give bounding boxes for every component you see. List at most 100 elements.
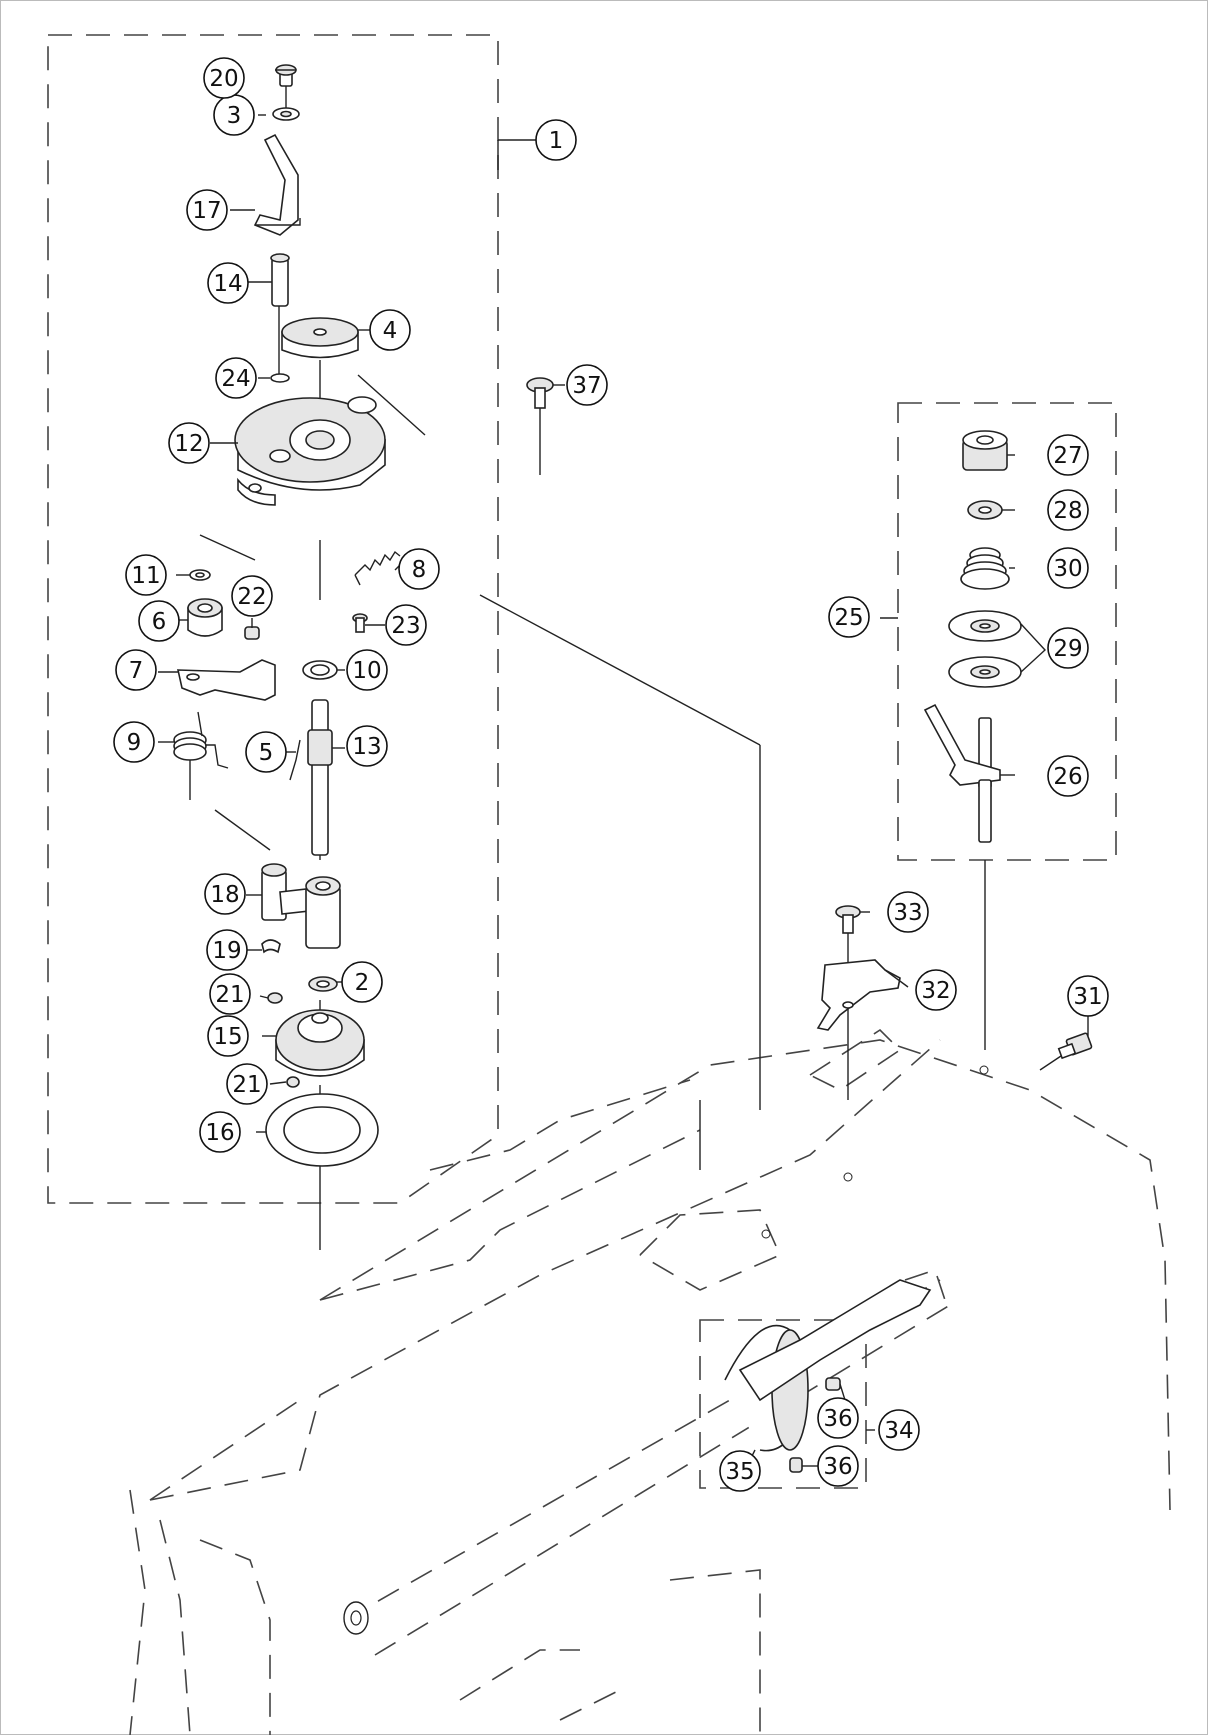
part-14-pin xyxy=(270,253,290,307)
callout-36-a: 36 xyxy=(817,1397,859,1439)
svg-text:19: 19 xyxy=(212,938,241,964)
part-30-spring xyxy=(960,547,1010,590)
callout-5: 5 xyxy=(245,731,287,773)
callout-27: 27 xyxy=(1047,434,1089,476)
part-21-setscrew-a xyxy=(267,992,283,1004)
svg-text:12: 12 xyxy=(174,431,203,457)
svg-text:3: 3 xyxy=(227,103,242,129)
part-13-shaft xyxy=(289,699,333,856)
part-31-screw xyxy=(1057,1032,1093,1060)
part-37-screw xyxy=(526,377,554,409)
callout-18: 18 xyxy=(204,873,246,915)
callout-7: 7 xyxy=(115,649,157,691)
group-box-34 xyxy=(699,1319,867,1489)
svg-text:31: 31 xyxy=(1073,984,1102,1010)
svg-text:28: 28 xyxy=(1053,498,1082,524)
svg-text:37: 37 xyxy=(572,373,601,399)
svg-text:1: 1 xyxy=(549,128,564,154)
part-26-stud xyxy=(923,703,1001,843)
callout-12: 12 xyxy=(168,422,210,464)
part-7-plate xyxy=(176,659,276,701)
callout-33: 33 xyxy=(887,891,929,933)
svg-text:8: 8 xyxy=(412,557,427,583)
callout-8: 8 xyxy=(398,548,440,590)
svg-text:34: 34 xyxy=(884,1418,913,1444)
part-10-washer xyxy=(302,660,338,680)
svg-text:35: 35 xyxy=(725,1459,754,1485)
part-29-discs xyxy=(948,610,1022,688)
part-9-spring xyxy=(173,711,229,769)
callout-leaders xyxy=(158,69,1089,1471)
svg-text:21: 21 xyxy=(232,1072,261,1098)
part-16-belt xyxy=(265,1093,379,1167)
callout-20: 20 xyxy=(203,57,245,99)
callout-6: 6 xyxy=(138,600,180,642)
svg-text:9: 9 xyxy=(127,730,142,756)
part-35-disc xyxy=(724,1279,932,1452)
svg-text:13: 13 xyxy=(352,734,381,760)
part-2-washer xyxy=(308,976,338,992)
part-33-screw xyxy=(835,905,861,934)
svg-text:14: 14 xyxy=(213,271,242,297)
svg-text:7: 7 xyxy=(129,658,144,684)
svg-text:27: 27 xyxy=(1053,443,1082,469)
callout-4: 4 xyxy=(369,309,411,351)
part-27-knob xyxy=(962,430,1008,471)
part-8-spring xyxy=(354,550,401,586)
svg-text:32: 32 xyxy=(921,978,950,1004)
svg-text:16: 16 xyxy=(205,1120,234,1146)
group-box-25 xyxy=(897,402,1117,861)
callout-30: 30 xyxy=(1047,547,1089,589)
callout-19: 19 xyxy=(206,929,248,971)
callout-37: 37 xyxy=(566,364,608,406)
callout-9: 9 xyxy=(113,721,155,763)
part-28-washer xyxy=(967,500,1003,520)
svg-text:33: 33 xyxy=(893,900,922,926)
part-24-washer xyxy=(270,373,290,383)
part-18-arm xyxy=(261,863,341,949)
part-36-setscrew-b xyxy=(789,1457,803,1473)
callout-28: 28 xyxy=(1047,489,1089,531)
callout-1: 1 xyxy=(535,119,577,161)
svg-text:22: 22 xyxy=(237,584,266,610)
part-20-screw xyxy=(275,64,297,87)
svg-text:26: 26 xyxy=(1053,764,1082,790)
svg-text:21: 21 xyxy=(215,982,244,1008)
part-15-pulley xyxy=(275,1009,365,1077)
svg-text:10: 10 xyxy=(352,658,381,684)
part-4-cap xyxy=(281,317,359,359)
svg-text:5: 5 xyxy=(259,740,274,766)
svg-text:15: 15 xyxy=(213,1024,242,1050)
part-19-clip xyxy=(261,939,281,954)
svg-text:36: 36 xyxy=(823,1406,852,1432)
callout-34: 34 xyxy=(878,1409,920,1451)
part-36-setscrew-a xyxy=(825,1377,841,1391)
callout-16: 16 xyxy=(199,1111,241,1153)
part-21-setscrew-b xyxy=(286,1076,300,1088)
part-17-bracket xyxy=(253,133,301,236)
callout-23: 23 xyxy=(385,604,427,646)
svg-text:25: 25 xyxy=(834,605,863,631)
svg-text:18: 18 xyxy=(210,882,239,908)
svg-text:29: 29 xyxy=(1053,636,1082,662)
callout-36-b: 36 xyxy=(817,1445,859,1487)
part-23-screw xyxy=(352,613,368,633)
group-box-1 xyxy=(47,34,499,1204)
svg-text:36: 36 xyxy=(823,1454,852,1480)
callout-14: 14 xyxy=(207,262,249,304)
part-11-washer xyxy=(189,569,211,581)
svg-text:30: 30 xyxy=(1053,556,1082,582)
svg-text:6: 6 xyxy=(152,609,167,635)
callout-26: 26 xyxy=(1047,755,1089,797)
callout-3: 3 xyxy=(213,94,255,136)
callout-31: 31 xyxy=(1067,975,1109,1017)
svg-text:17: 17 xyxy=(192,198,221,224)
callout-25: 25 xyxy=(828,596,870,638)
callout-11: 11 xyxy=(125,554,167,596)
callout-21-b: 21 xyxy=(226,1063,268,1105)
callout-21-a: 21 xyxy=(209,973,251,1015)
svg-text:11: 11 xyxy=(131,563,160,589)
